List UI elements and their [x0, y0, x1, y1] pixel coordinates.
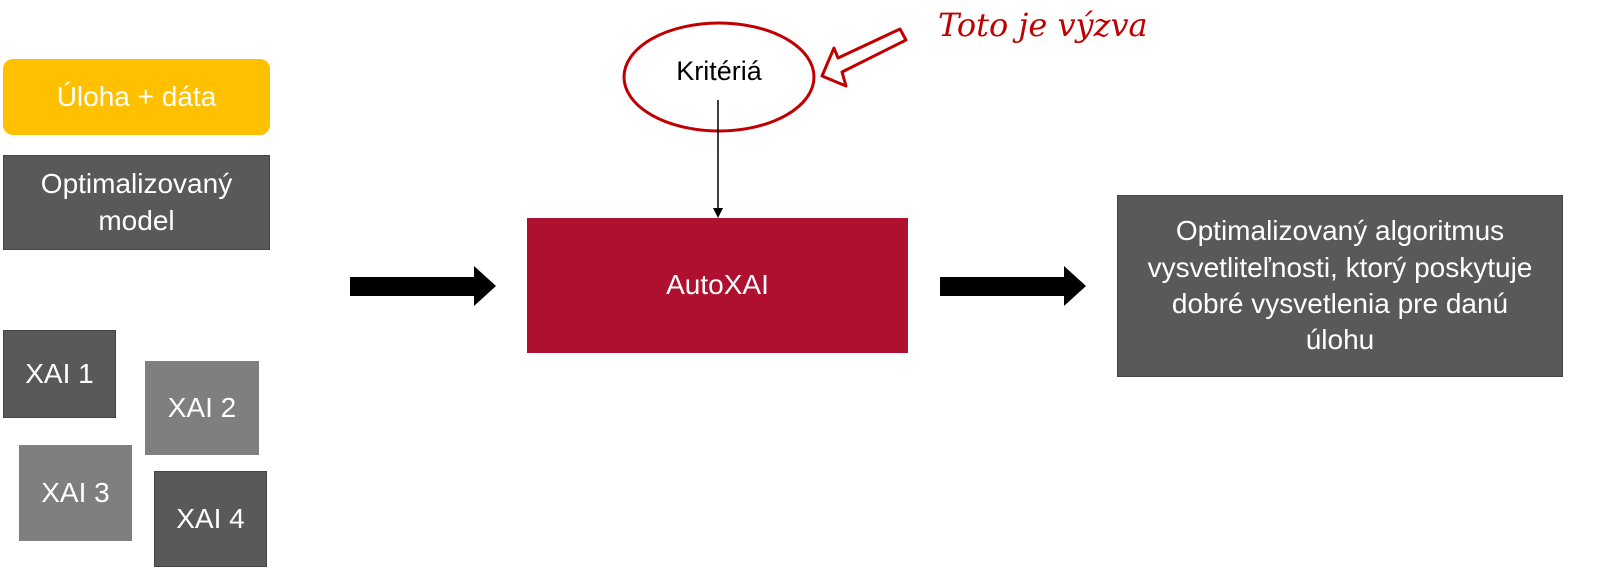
criteria-ellipse — [622, 21, 816, 133]
task-data-box: Úloha + dáta — [3, 59, 270, 135]
autoxai-box: AutoXAI — [527, 218, 908, 353]
optimized-model-box: Optimalizovaný model — [3, 155, 270, 250]
criteria-arrowhead — [713, 208, 723, 218]
output-box: Optimalizovaný algoritmus vysvetliteľnos… — [1117, 195, 1563, 377]
annotation-arrow-icon — [820, 27, 908, 88]
xai-3-box: XAI 3 — [19, 445, 132, 541]
xai-4-box: XAI 4 — [154, 471, 267, 567]
annotation-text: Toto je výzva — [938, 6, 1148, 44]
criteria-label: Kritériá — [676, 56, 762, 86]
xai-1-box: XAI 1 — [3, 330, 116, 418]
input-arrow-icon — [350, 266, 496, 306]
xai-2-box: XAI 2 — [145, 361, 259, 455]
output-arrow-icon — [940, 266, 1086, 306]
